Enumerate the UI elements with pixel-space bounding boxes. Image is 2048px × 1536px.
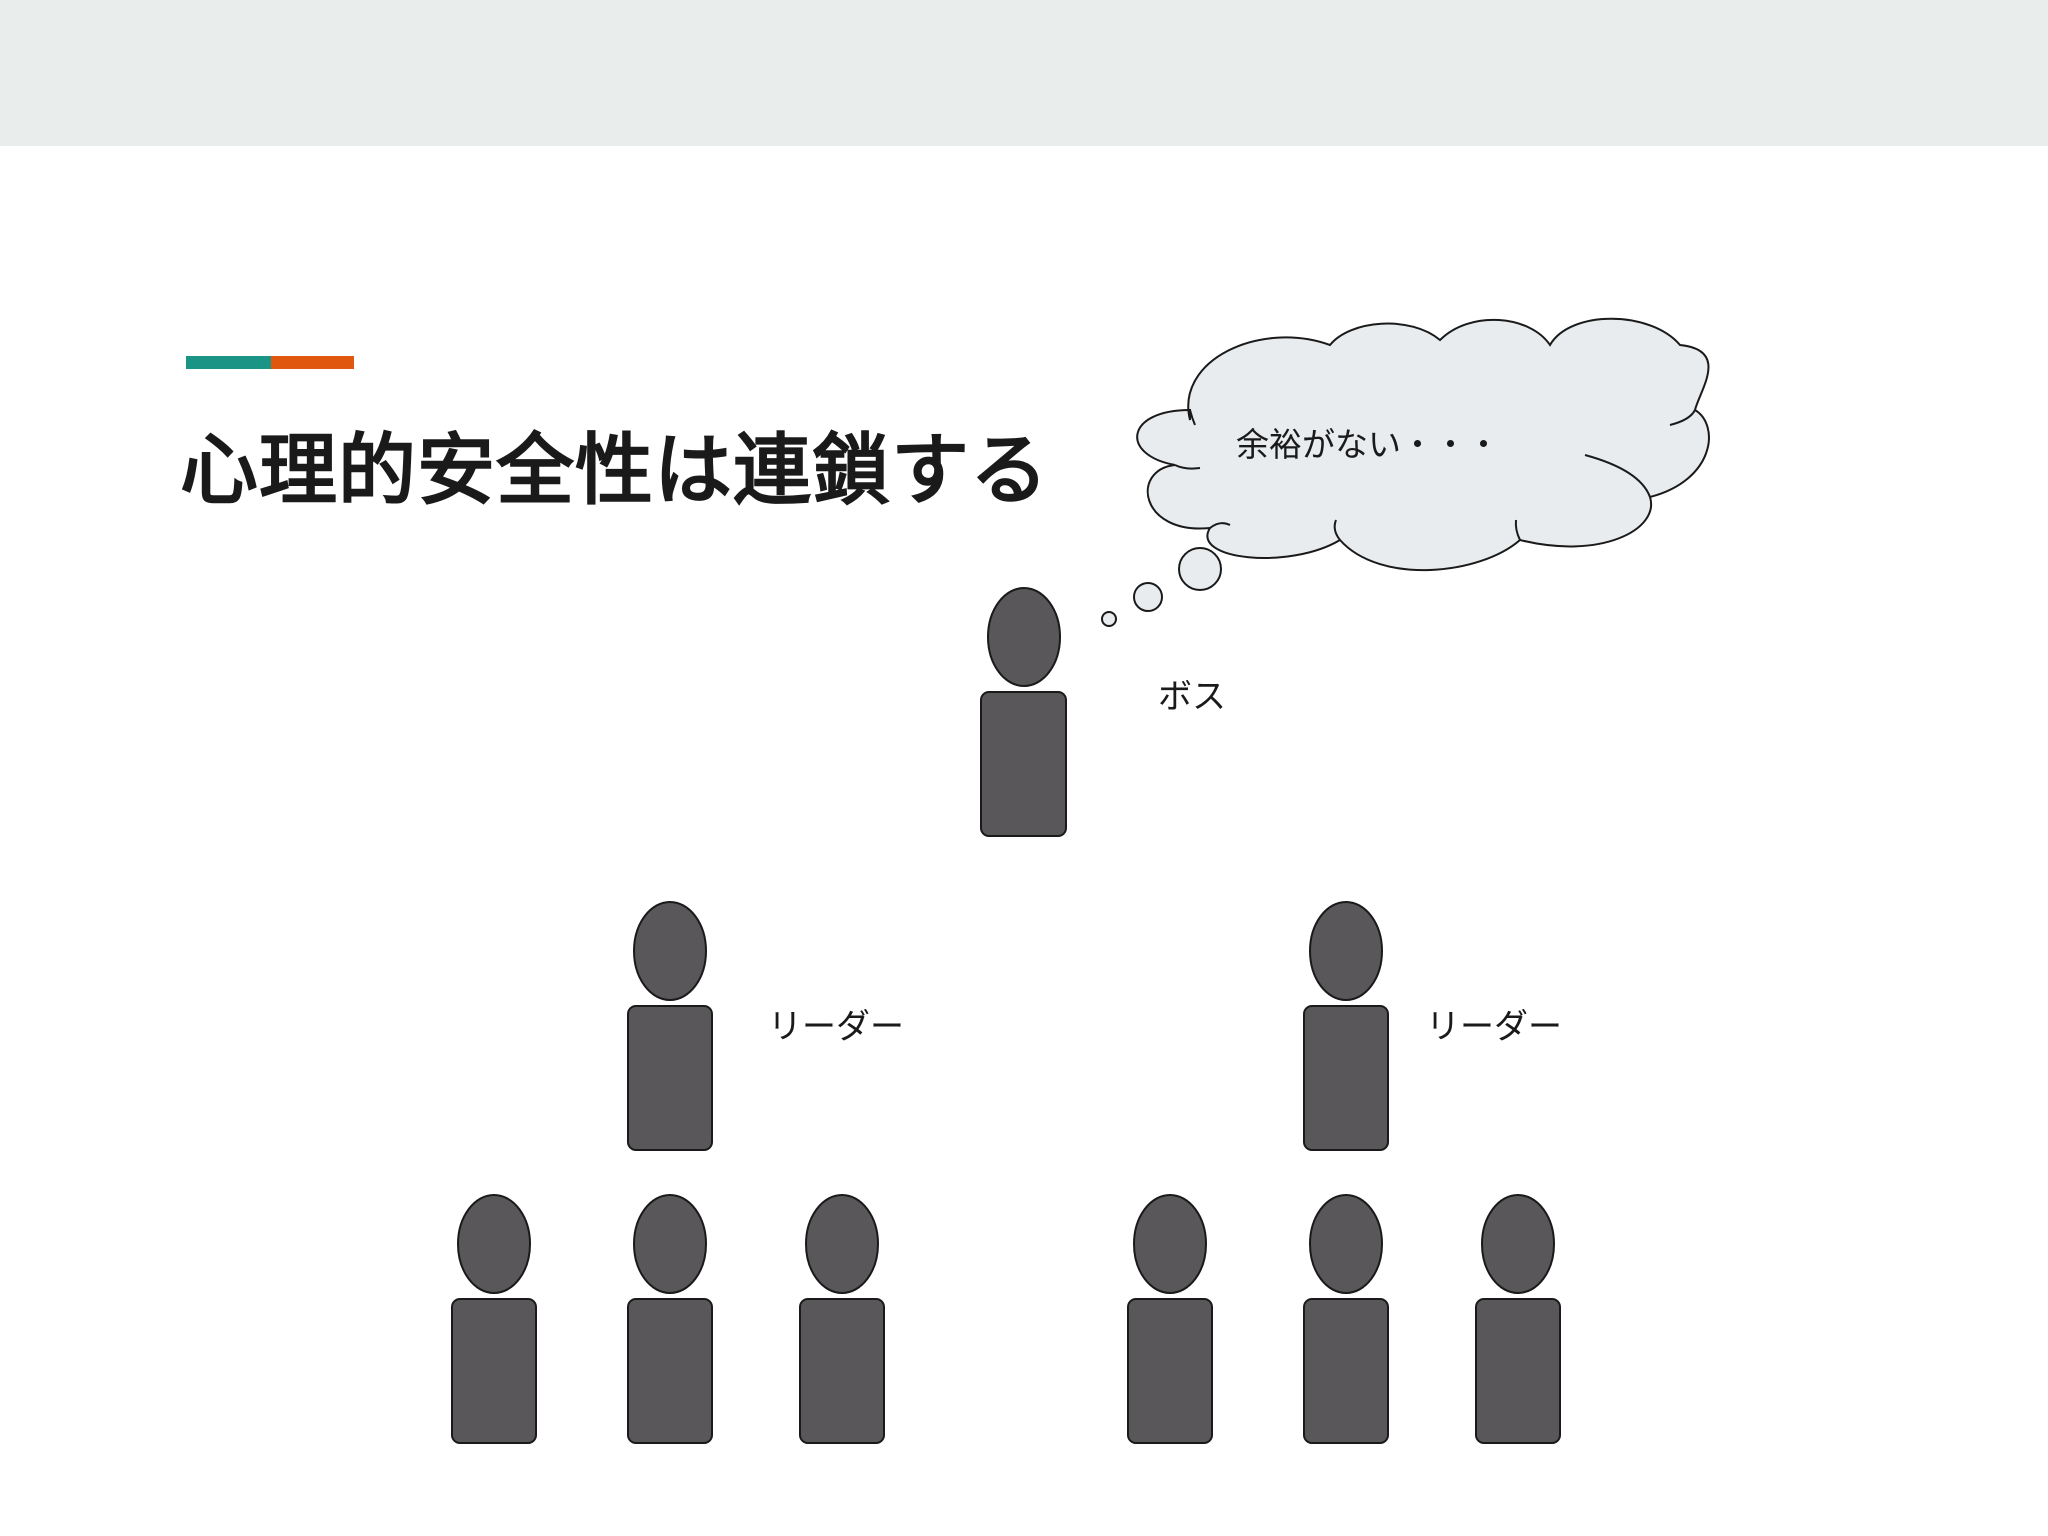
person-body [1303,1298,1389,1444]
person-head [633,901,707,1001]
leader-right-label: リーダー [1426,1007,1562,1047]
leader-right-figure [1303,901,1389,1151]
thought-dot-small [1101,611,1117,627]
member-figure-left-1 [451,1194,537,1444]
thought-cloud: 余裕がない・・・ [1136,317,1710,572]
person-head [1309,901,1383,1001]
member-figure-right-2 [1303,1194,1389,1444]
person-head [1481,1194,1555,1294]
leader-left-label: リーダー [768,1007,904,1047]
person-body [1475,1298,1561,1444]
person-body [1303,1005,1389,1151]
person-body [1127,1298,1213,1444]
boss-figure [980,587,1067,837]
title-accent-teal [186,356,271,369]
member-figure-right-1 [1127,1194,1213,1444]
person-body [980,691,1067,837]
member-figure-left-3 [799,1194,885,1444]
person-head [1309,1194,1383,1294]
header-band [0,0,2048,146]
person-head [805,1194,879,1294]
boss-label: ボス [1158,677,1226,717]
person-head [457,1194,531,1294]
leader-left-figure [627,901,713,1151]
title-accent-orange [271,356,354,369]
person-body [451,1298,537,1444]
thought-cloud-shape [1136,317,1710,572]
person-head [1133,1194,1207,1294]
person-head [633,1194,707,1294]
thought-dot-large [1178,547,1222,591]
person-head [987,587,1061,687]
person-body [627,1005,713,1151]
thought-bubble-text: 余裕がない・・・ [1236,425,1500,464]
member-figure-right-3 [1475,1194,1561,1444]
person-body [799,1298,885,1444]
person-body [627,1298,713,1444]
member-figure-left-2 [627,1194,713,1444]
thought-dot-medium [1133,582,1163,612]
slide-title: 心理的安全性は連鎖する [180,426,1050,516]
